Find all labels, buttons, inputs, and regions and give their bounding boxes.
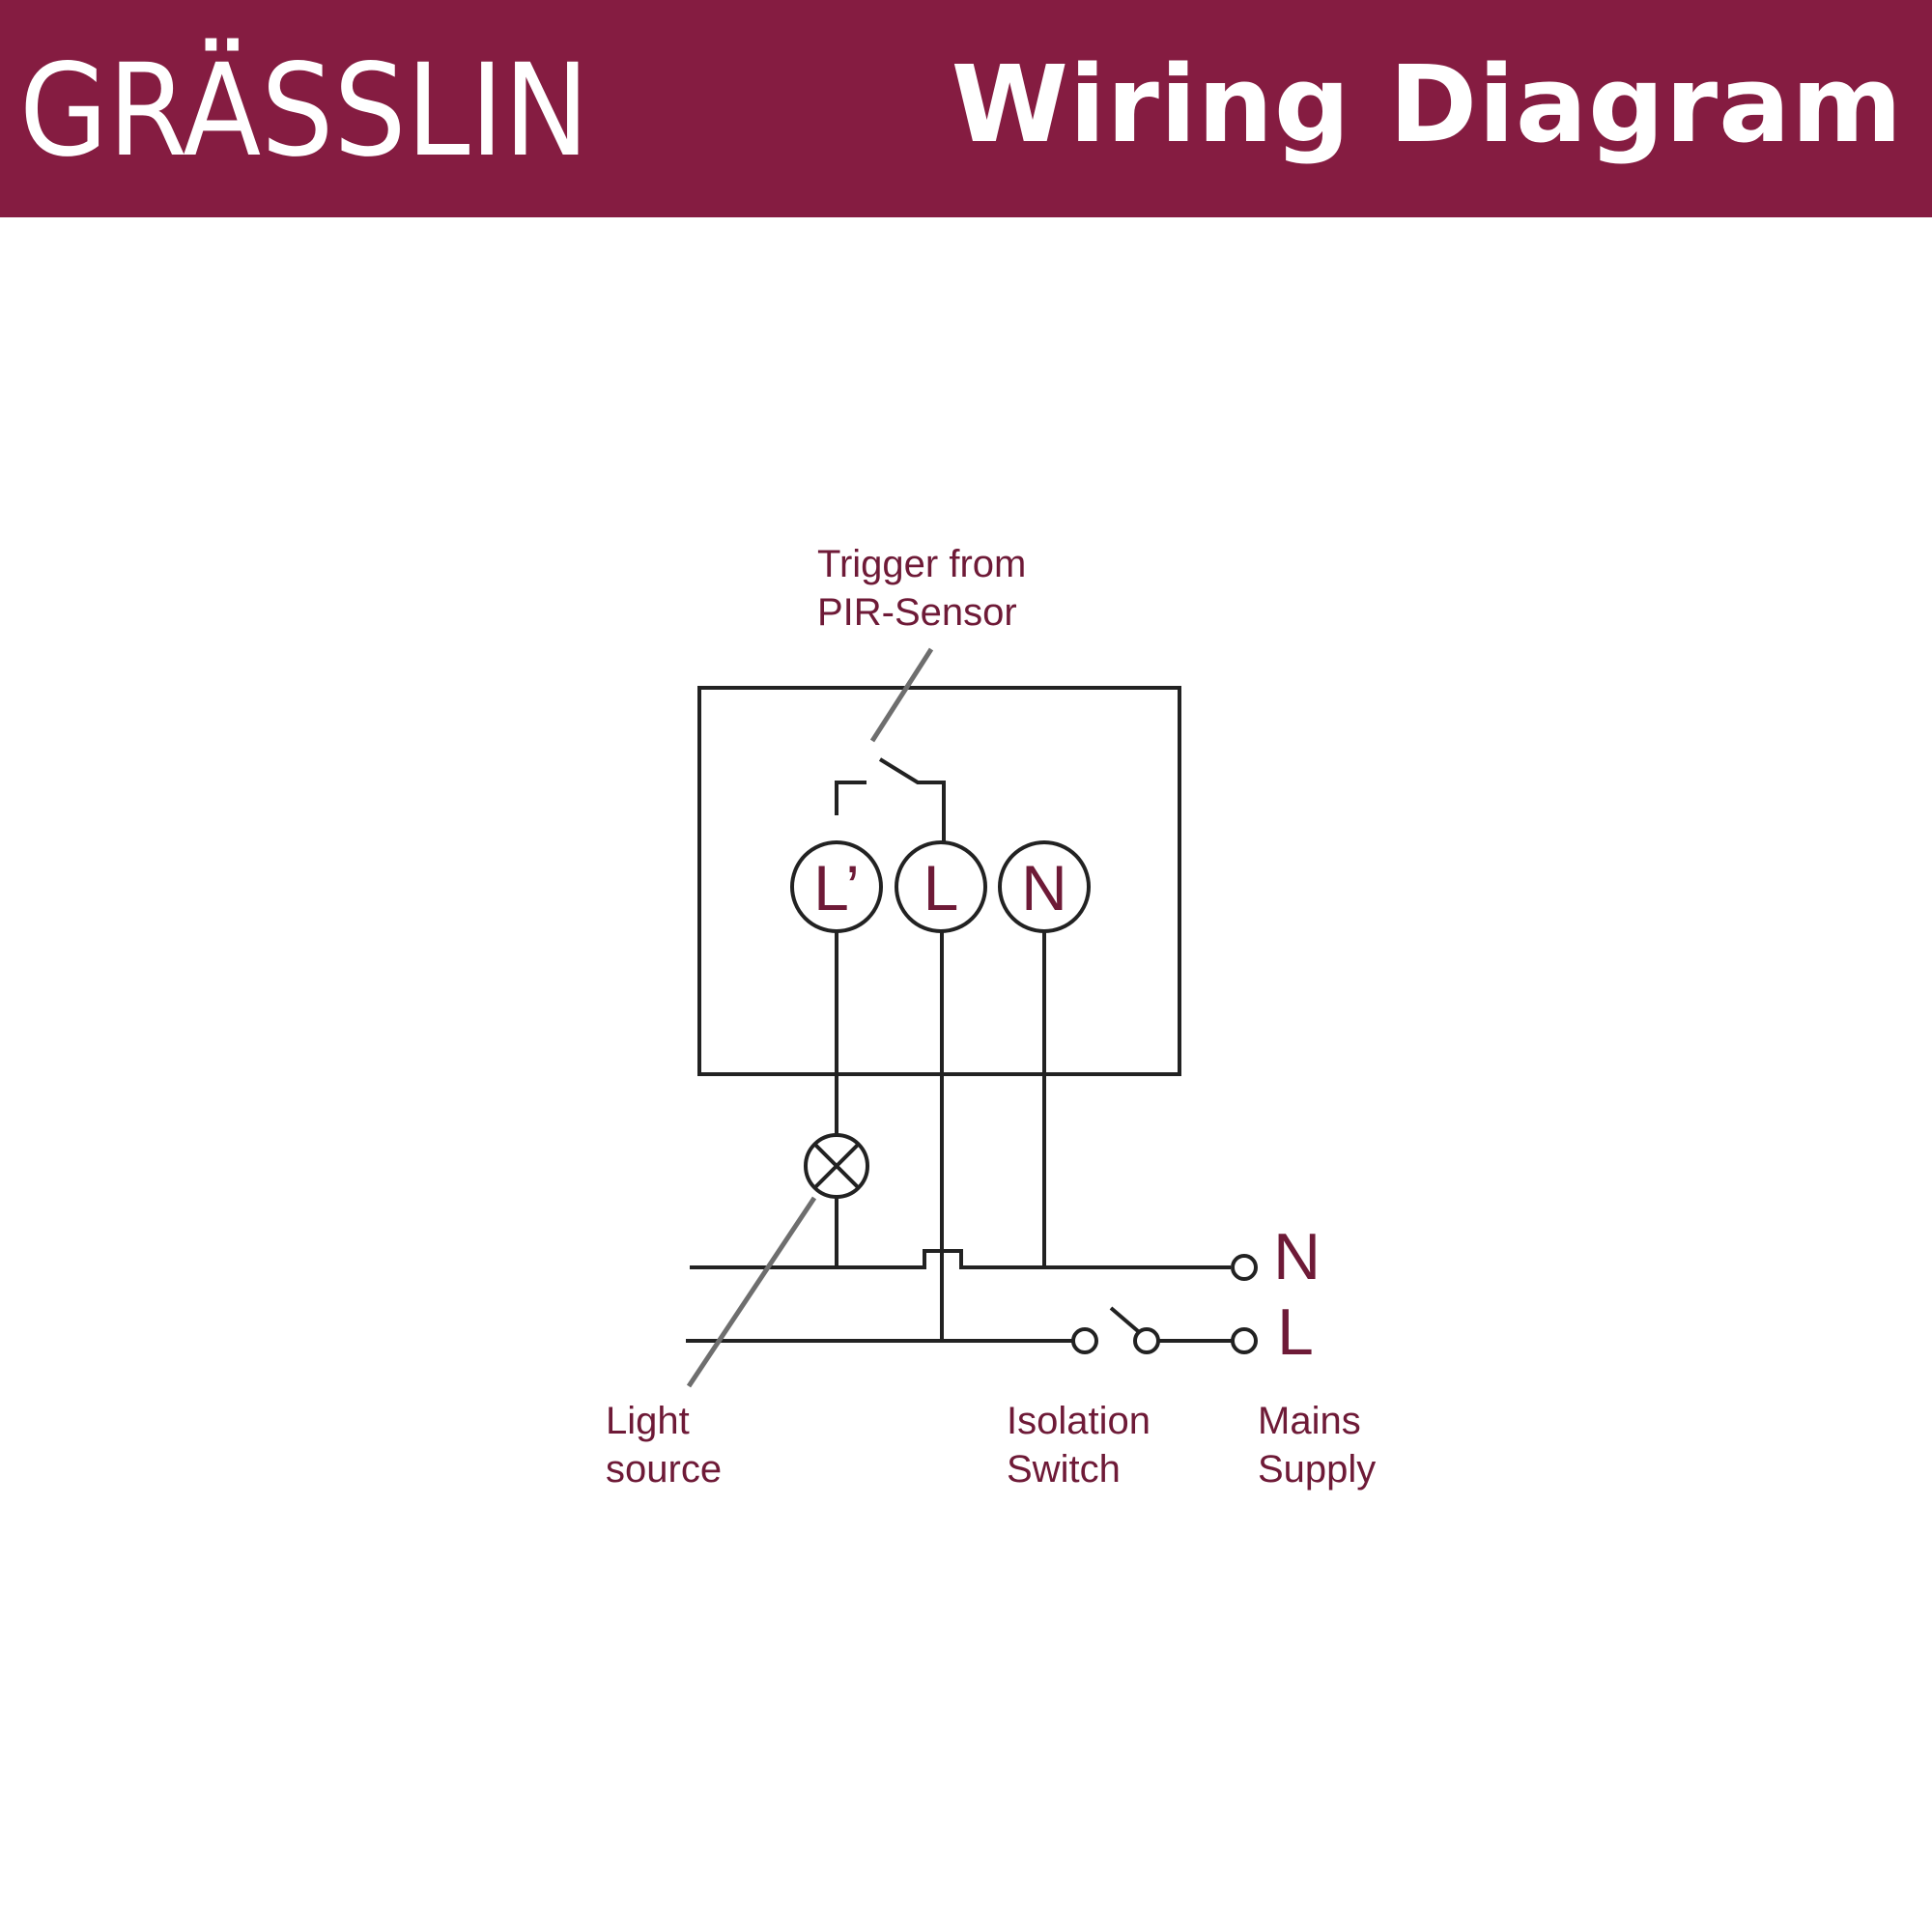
- trigger-label-line1: Trigger from: [817, 543, 1026, 585]
- mains-n-contact: [1231, 1254, 1258, 1281]
- relay-contact: [878, 757, 946, 842]
- terminal-l-prime-label: L’: [813, 852, 860, 923]
- lamp-cross: [812, 1142, 861, 1190]
- isolation-switch-blade: [1109, 1306, 1140, 1333]
- header-banner: GRÄSSLIN Wiring Diagram: [0, 0, 1932, 217]
- neutral-bus: [690, 1249, 1231, 1269]
- mains-n-label: N: [1273, 1220, 1321, 1293]
- labels: Trigger from PIR-Sensor L’ L N Light sou…: [606, 543, 1376, 1491]
- trigger-label-line2: PIR-Sensor: [817, 591, 1017, 634]
- page-title: Wiring Diagram: [951, 43, 1903, 166]
- wires: [686, 686, 1258, 1354]
- grasslin-logo: GRÄSSLIN: [19, 37, 589, 185]
- mains-l-label: L: [1277, 1295, 1314, 1369]
- terminal-l-label: L: [923, 852, 959, 923]
- isolation-switch-label-line2: Switch: [1007, 1448, 1121, 1491]
- light-leader: [686, 1196, 817, 1388]
- isolation-contact-left: [1071, 1327, 1098, 1354]
- mains-supply-label-line2: Supply: [1258, 1448, 1376, 1491]
- brand-wordmark: GRÄSSLIN: [19, 37, 589, 185]
- terminal-n-label: N: [1021, 852, 1067, 923]
- light-source-label-line2: source: [606, 1448, 722, 1491]
- light-source-label-line1: Light: [606, 1400, 690, 1442]
- mains-l-contact: [1231, 1327, 1258, 1354]
- trigger-leader: [869, 647, 934, 743]
- isolation-contact-right: [1133, 1327, 1160, 1354]
- relay-wire-left: [835, 781, 867, 815]
- device-enclosure: [697, 686, 1181, 1076]
- mains-supply-label-line1: Mains: [1258, 1400, 1361, 1442]
- leaders: [686, 647, 934, 1388]
- lamp-symbol: [804, 1133, 869, 1199]
- isolation-switch-label-line1: Isolation: [1007, 1400, 1151, 1442]
